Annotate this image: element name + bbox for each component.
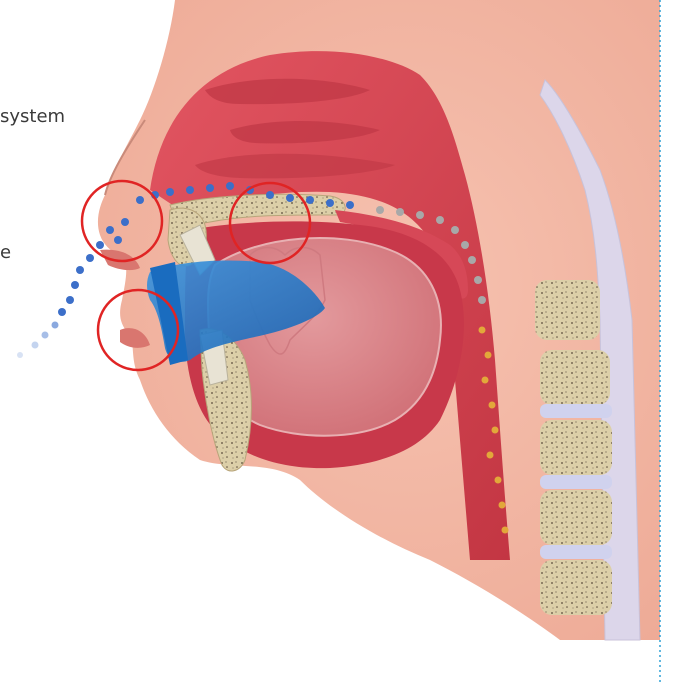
disc-2 — [540, 475, 612, 489]
vertebra-3 — [540, 420, 612, 475]
vertebra-1 — [535, 280, 600, 340]
vertebra-5 — [540, 560, 612, 615]
disc-1 — [540, 404, 612, 418]
disc-3 — [540, 545, 612, 559]
vertebra-4 — [540, 490, 612, 545]
vertebra-2 — [540, 350, 610, 405]
